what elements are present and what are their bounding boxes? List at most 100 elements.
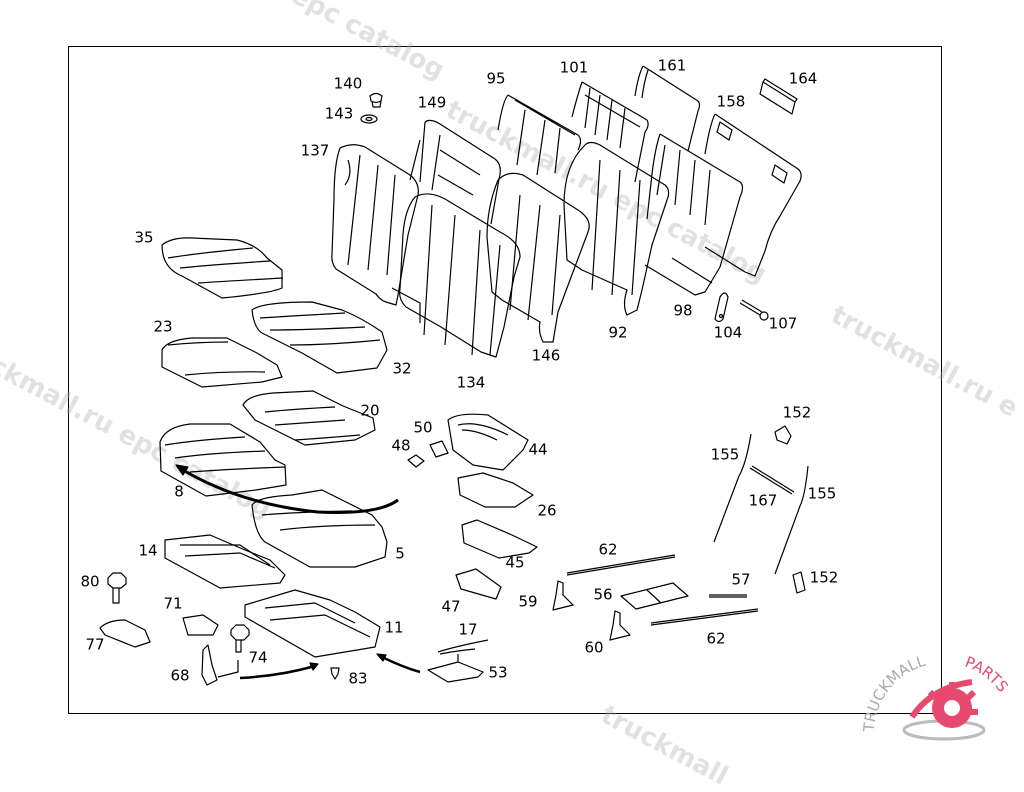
part-83-clip[interactable] [330, 667, 340, 680]
callout-143[interactable]: 143 [324, 104, 354, 123]
part-98-frame[interactable] [644, 133, 744, 296]
callout-77[interactable]: 77 [85, 635, 105, 654]
part-62-rod[interactable] [566, 554, 676, 576]
part-152-clip[interactable] [792, 571, 806, 594]
part-140-plug[interactable] [369, 92, 383, 108]
callout-134[interactable]: 134 [456, 373, 486, 392]
part-68-holder[interactable] [201, 644, 239, 686]
part-20-cover[interactable] [242, 390, 376, 446]
truckmall-logo: TRUCKMALL PARTS [852, 642, 1024, 750]
callout-152b[interactable]: 152 [809, 568, 839, 587]
callout-17[interactable]: 17 [458, 620, 478, 639]
part-161-board[interactable] [634, 65, 701, 152]
callout-71[interactable]: 71 [163, 594, 183, 613]
part-134-backrest-cover[interactable] [391, 193, 521, 358]
callout-62a[interactable]: 62 [598, 540, 618, 559]
callout-14[interactable]: 14 [138, 541, 158, 560]
part-59-clip[interactable] [552, 580, 574, 611]
part-167-rod[interactable] [749, 465, 795, 495]
part-26-console[interactable] [457, 472, 534, 508]
callout-44[interactable]: 44 [528, 440, 548, 459]
callout-80[interactable]: 80 [80, 572, 100, 591]
part-143-washer[interactable] [360, 114, 378, 124]
arrow-icon [239, 662, 319, 680]
callout-26[interactable]: 26 [537, 501, 557, 520]
part-146-backrest-cover[interactable] [486, 172, 590, 343]
callout-59[interactable]: 59 [518, 592, 538, 611]
part-80-bolt[interactable] [107, 572, 127, 604]
callout-140[interactable]: 140 [333, 74, 363, 93]
part-5-cushion[interactable] [251, 489, 388, 568]
callout-137[interactable]: 137 [300, 141, 330, 160]
callout-68[interactable]: 68 [170, 666, 190, 685]
callout-74[interactable]: 74 [248, 648, 268, 667]
part-74-bolt[interactable] [230, 624, 250, 653]
part-101-frame[interactable] [571, 81, 649, 183]
callout-57[interactable]: 57 [731, 570, 751, 589]
part-45-console[interactable] [461, 519, 538, 559]
callout-56[interactable]: 56 [593, 585, 613, 604]
callout-92[interactable]: 92 [608, 323, 628, 342]
part-8-cushion[interactable] [159, 423, 287, 497]
part-48-clip[interactable] [407, 454, 425, 468]
part-77-clip[interactable] [99, 619, 151, 648]
part-71-bracket[interactable] [182, 614, 219, 636]
part-92-backrest[interactable] [563, 141, 670, 316]
callout-83[interactable]: 83 [348, 669, 368, 688]
callout-47[interactable]: 47 [441, 597, 461, 616]
part-57-rod[interactable] [709, 594, 747, 598]
part-32-cushion[interactable] [251, 301, 388, 374]
part-23-cover[interactable] [161, 337, 283, 388]
part-158-rear-panel[interactable] [704, 113, 802, 277]
callout-107[interactable]: 107 [768, 314, 798, 333]
callout-11[interactable]: 11 [384, 618, 404, 637]
callout-35[interactable]: 35 [134, 228, 154, 247]
callout-8[interactable]: 8 [174, 482, 184, 501]
callout-23[interactable]: 23 [153, 317, 173, 336]
callout-95[interactable]: 95 [486, 69, 506, 88]
callout-149[interactable]: 149 [417, 93, 447, 112]
part-56-pad[interactable] [620, 582, 689, 610]
parts-drawing [99, 65, 809, 686]
callout-101[interactable]: 101 [559, 58, 589, 77]
callout-164[interactable]: 164 [788, 69, 818, 88]
callout-98[interactable]: 98 [673, 301, 693, 320]
part-155-wire[interactable] [713, 433, 752, 543]
part-164-block[interactable] [759, 78, 798, 115]
callout-62b[interactable]: 62 [706, 629, 726, 648]
callout-48[interactable]: 48 [391, 436, 411, 455]
callout-152a[interactable]: 152 [782, 403, 812, 422]
callout-146[interactable]: 146 [531, 346, 561, 365]
part-17-strip[interactable] [437, 639, 489, 655]
callout-5[interactable]: 5 [395, 544, 405, 563]
part-35-cushion-cover[interactable] [161, 237, 284, 299]
part-137-backrest-cover[interactable] [331, 144, 419, 306]
part-44-armrest[interactable] [447, 413, 529, 471]
callout-161[interactable]: 161 [657, 56, 687, 75]
part-14-seat-pan[interactable] [164, 534, 286, 589]
part-149-backrest-frame[interactable] [409, 119, 501, 225]
part-60-clip[interactable] [609, 610, 631, 641]
part-53-holder[interactable] [427, 654, 484, 683]
part-95-backrest-frame[interactable] [497, 94, 582, 176]
part-47-box[interactable] [455, 568, 502, 600]
callout-158[interactable]: 158 [716, 92, 746, 111]
callout-45[interactable]: 45 [505, 553, 525, 572]
callout-60[interactable]: 60 [584, 638, 604, 657]
callout-53[interactable]: 53 [488, 663, 508, 682]
callout-167[interactable]: 167 [748, 491, 778, 510]
callout-104[interactable]: 104 [713, 323, 743, 342]
callout-155b[interactable]: 155 [807, 484, 837, 503]
callout-32[interactable]: 32 [392, 359, 412, 378]
callout-155a[interactable]: 155 [710, 445, 740, 464]
part-155-wire[interactable] [774, 465, 809, 575]
callout-50[interactable]: 50 [413, 418, 433, 437]
callout-20[interactable]: 20 [360, 401, 380, 420]
part-152-clip[interactable] [774, 425, 792, 445]
part-107-screw[interactable] [739, 299, 769, 321]
part-62-rod[interactable] [650, 608, 759, 626]
part-104-bracket[interactable] [714, 292, 729, 323]
arrow-icon [376, 653, 421, 674]
part-50-cover[interactable] [429, 440, 449, 458]
part-11-seat-pan[interactable] [244, 589, 381, 658]
